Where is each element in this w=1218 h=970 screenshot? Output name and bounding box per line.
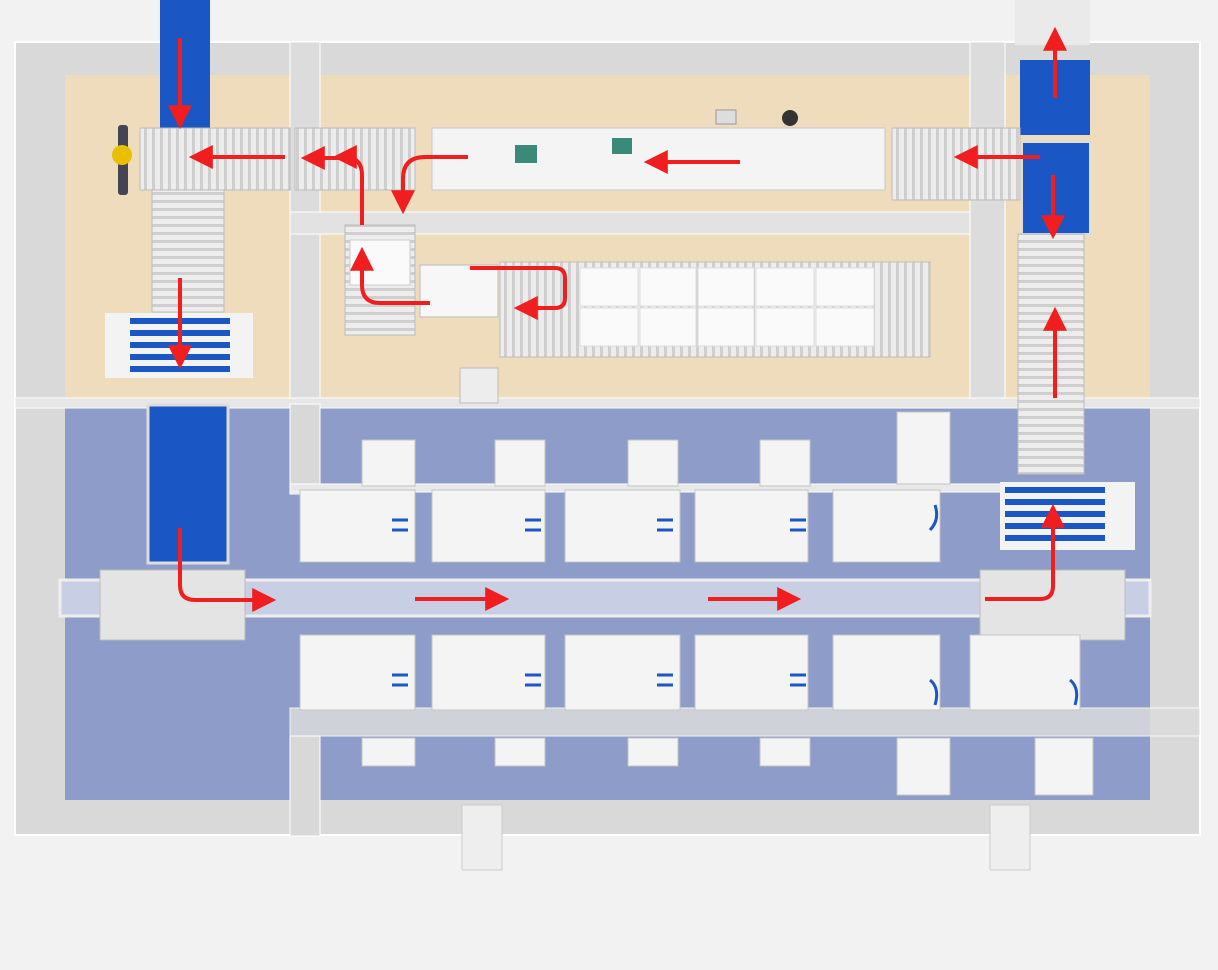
door-bottom-left [461,804,503,871]
partition-wall-machines-top [289,403,321,495]
robot-arm-icon [112,125,132,195]
tray-unit [349,239,411,286]
roller-conveyor-top-right [891,127,1021,201]
oven-motor-2 [612,138,632,154]
machine-row-top [299,411,951,563]
machine-row-bottom [299,634,1094,796]
flow-arrow-icon [168,26,1067,612]
roller-conveyor-vertical-left [151,189,225,313]
door-bottom-right [989,804,1031,871]
rail-carriage-left [99,569,246,641]
infeed-conveyor-top [160,0,210,130]
door-top-right [1015,0,1090,45]
tunnel-oven [431,127,886,191]
partition-wall-horizontal [14,397,1201,409]
partition-wall-bottom [289,735,321,837]
roller-conveyor-vertical-right [1017,233,1085,475]
oven-control-panel [715,109,737,125]
stacker-unit [419,264,499,318]
machine-blue-hoses [392,504,1079,706]
small-cabinet [459,367,499,404]
machine-gallery-wall-bottom [289,707,1201,737]
cooling-trays [579,267,875,347]
blue-belt-conveyor-left [146,403,230,565]
partition-wall-right [969,41,1006,403]
oven-motor-1 [515,145,537,163]
oven-fan [782,110,798,126]
